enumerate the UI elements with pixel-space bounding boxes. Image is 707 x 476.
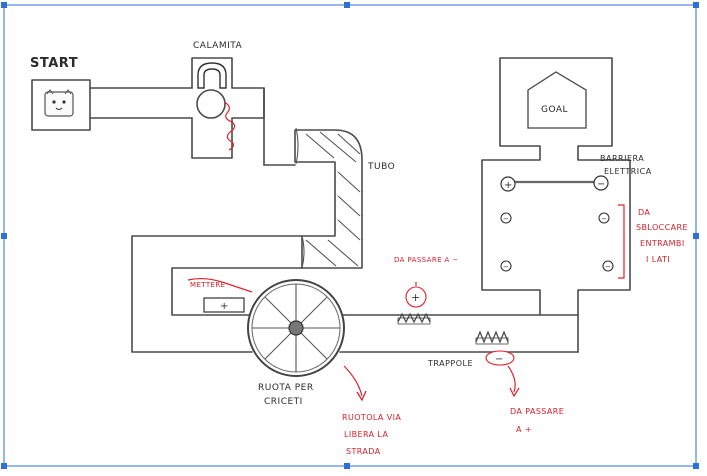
wheel-roll-note: RUOTOLA VIA LIBERA LA STRADA bbox=[342, 366, 401, 456]
svg-text:DA PASSARE: DA PASSARE bbox=[510, 407, 564, 416]
hamster-wheel-icon bbox=[248, 280, 344, 376]
plus-block: METTERE + bbox=[188, 279, 252, 312]
metal-ball bbox=[197, 90, 225, 118]
svg-text:−: − bbox=[503, 263, 509, 271]
corridor-magnet-tube bbox=[264, 88, 295, 165]
calamita-label: CALAMITA bbox=[193, 41, 243, 51]
svg-text:A +: A + bbox=[516, 425, 532, 434]
svg-text:−: − bbox=[503, 215, 509, 223]
svg-text:+: + bbox=[504, 180, 512, 191]
selection-handle-top-right[interactable] bbox=[693, 2, 699, 8]
svg-text:STRADA: STRADA bbox=[346, 447, 381, 456]
ruota-label-line1: RUOTA PER bbox=[258, 383, 314, 393]
barriera-label-line2: ELETTRICA bbox=[604, 167, 652, 176]
house-icon bbox=[528, 72, 586, 128]
magnet-area: CALAMITA bbox=[192, 41, 264, 158]
unlock-note: DA SBLOCCARE ENTRAMBI I LATI bbox=[636, 208, 688, 264]
traps-note: TRAPPOLE − DA PASSARE A + bbox=[427, 351, 564, 434]
mettere-label: METTERE bbox=[190, 281, 225, 289]
tubo-label: TUBO bbox=[367, 162, 395, 172]
barriera-label-line1: BARRIERA bbox=[600, 154, 644, 163]
spike-trap-icon-2 bbox=[476, 332, 508, 344]
svg-text:DA PASSARE A −: DA PASSARE A − bbox=[394, 256, 459, 264]
svg-text:−: − bbox=[495, 354, 503, 365]
hamster-icon bbox=[45, 90, 73, 116]
svg-text:−: − bbox=[597, 179, 605, 190]
goal-area: GOAL bbox=[528, 72, 586, 128]
magnet-icon bbox=[198, 63, 226, 88]
selection-handle-bottom-right[interactable] bbox=[693, 463, 699, 469]
start-label: START bbox=[30, 56, 78, 71]
selection-handle-top-mid[interactable] bbox=[344, 2, 350, 8]
svg-text:−: − bbox=[601, 215, 607, 223]
svg-text:DA: DA bbox=[638, 208, 650, 217]
tube: TUBO bbox=[295, 128, 395, 268]
selection-handle-mid-left[interactable] bbox=[1, 233, 7, 239]
selection-handle-bottom-left[interactable] bbox=[1, 463, 7, 469]
start-area: START bbox=[30, 56, 90, 130]
selection-handle-mid-right[interactable] bbox=[693, 233, 699, 239]
corridor-start bbox=[90, 88, 192, 118]
svg-text:−: − bbox=[605, 263, 611, 271]
trappole-label: TRAPPOLE bbox=[427, 359, 473, 368]
goal-label: GOAL bbox=[541, 105, 568, 115]
magnet-pull-indicator bbox=[224, 102, 235, 150]
svg-text:I LATI: I LATI bbox=[646, 255, 670, 264]
plus-checkpoint: DA PASSARE A − + bbox=[394, 256, 459, 307]
svg-text:+: + bbox=[411, 291, 420, 304]
svg-text:RUOTOLA VIA: RUOTOLA VIA bbox=[342, 413, 401, 422]
selection-frame[interactable] bbox=[1, 2, 699, 469]
selection-handle-top-left[interactable] bbox=[1, 2, 7, 8]
ruota-label-line2: CRICETI bbox=[264, 397, 303, 407]
selection-handle-bottom-mid[interactable] bbox=[344, 463, 350, 469]
svg-text:LIBERA LA: LIBERA LA bbox=[344, 430, 388, 439]
svg-text:+: + bbox=[220, 301, 228, 312]
electric-barrier: BARRIERA ELETTRICA + − − − − − bbox=[501, 154, 652, 278]
svg-text:SBLOCCARE: SBLOCCARE bbox=[636, 223, 688, 232]
svg-text:ENTRAMBI: ENTRAMBI bbox=[640, 239, 685, 248]
